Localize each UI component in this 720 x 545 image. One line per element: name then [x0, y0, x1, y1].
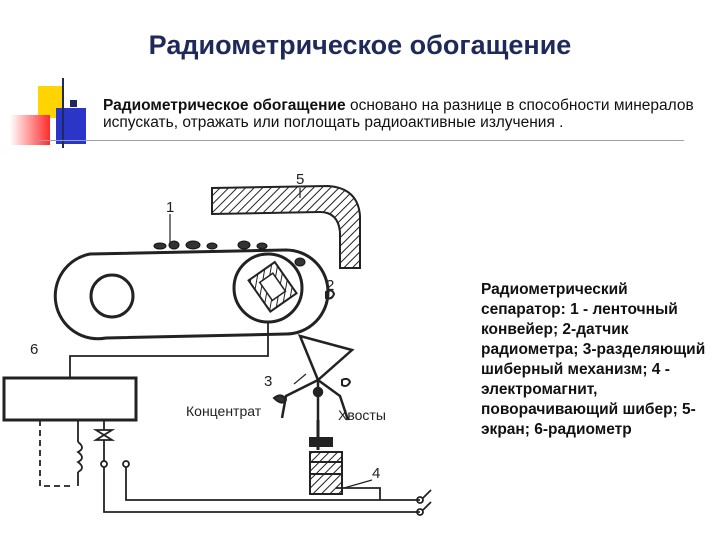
separator-diagram: 1 2 3 4 5 6 Концентрат Хвосты [0, 148, 436, 540]
label-concentrate: Концентрат [186, 403, 262, 419]
shield-screen [211, 184, 361, 269]
label-3: 3 [264, 373, 272, 390]
intro-term: Радиометрическое обогащение [103, 97, 346, 114]
label-4: 4 [372, 465, 380, 482]
conveyor-belt [53, 248, 330, 341]
label-6: 6 [30, 341, 38, 358]
decor-vertical-line [62, 78, 64, 148]
label-1: 1 [166, 199, 174, 216]
leader-lines [169, 188, 373, 489]
conveyor-pulley-left [89, 273, 135, 319]
label-tails: Хвосты [338, 407, 386, 423]
slide-title: Радиометрическое обогащение [148, 30, 572, 60]
decor-horizontal-line [34, 140, 684, 141]
diagram-caption: Радиометрический сепаратор: 1 - ленточны… [481, 281, 706, 438]
electromagnet [309, 420, 343, 495]
ore-pieces [153, 240, 306, 267]
intro-paragraph: Радиометрическое обогащение основано на … [103, 97, 711, 131]
radiometer-sensor [247, 260, 298, 313]
splitter-gate [280, 334, 355, 421]
wiring [39, 322, 432, 516]
radiometer-box [2, 376, 138, 422]
decor-blue-square [56, 108, 86, 144]
separator-diagram-svg: 1 2 3 4 5 6 Концентрат Хвосты [2, 171, 432, 516]
label-5: 5 [296, 171, 304, 188]
bullet-marker [70, 100, 77, 107]
intro-text: основано на разнице в способности минера… [103, 97, 694, 131]
label-2: 2 [326, 277, 334, 294]
